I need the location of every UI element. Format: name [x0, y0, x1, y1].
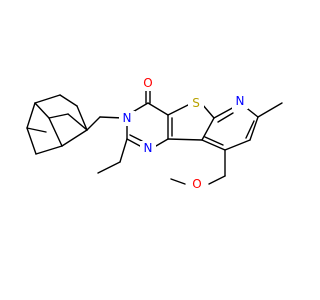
- molecule-drawing: O S N N N O: [26, 76, 283, 191]
- atom-label-s: S: [192, 96, 200, 110]
- bond-c9a-c5a: [201, 117, 215, 141]
- atom-label-n-pyridine: N: [236, 94, 245, 108]
- atom-label-n-amide: N: [123, 111, 132, 125]
- bond-o-ch3: [170, 178, 186, 185]
- bond-ch2-ch2: [86, 116, 101, 131]
- bond-ad-1: [76, 105, 88, 131]
- bond-ch2-o: [208, 175, 226, 185]
- bond-c4-c4a: [147, 102, 169, 116]
- atom-label-o-ether: O: [192, 177, 201, 191]
- atom-labels: O S N N N O: [119, 76, 248, 191]
- bond-c5-c5a-inner: [204, 136, 224, 146]
- adamantane-cage: [26, 94, 88, 155]
- bond-ad-10: [48, 113, 69, 119]
- bond-ch2-ch3: [97, 161, 121, 174]
- bond-c7-c6: [249, 116, 259, 141]
- bond-c6-c5: [224, 139, 251, 151]
- pyridine-ring: [201, 105, 259, 151]
- bond-c7-c6-inner: [245, 120, 255, 139]
- ethyl-group: [97, 138, 128, 174]
- structure-canvas: O S N N N O: [26, 76, 283, 191]
- bond-methyl: [257, 102, 283, 118]
- label-bg-n-amide: [119, 111, 135, 126]
- pyrimidinone-ring: [126, 102, 173, 147]
- label-bg-o-ether: [189, 176, 205, 191]
- bond-ad-5: [26, 127, 37, 155]
- bond-ad-3: [34, 94, 61, 104]
- bond-ad-12: [26, 127, 47, 133]
- ethylene-linker: [86, 116, 124, 131]
- bond-c8b-n1: [155, 138, 169, 147]
- carbonyl-group: [145, 90, 151, 104]
- bond-c2-ch2: [119, 138, 128, 163]
- bond-n1-c2: [126, 138, 141, 147]
- bond-ad-8: [34, 102, 50, 119]
- bond-c5a-c8b: [167, 138, 203, 141]
- bond-ad-4: [26, 102, 36, 129]
- bond-ad-9: [48, 117, 63, 147]
- bond-c9a-n-inner: [217, 112, 234, 123]
- atom-label-n-imine: N: [144, 141, 153, 155]
- bond-n1-c2-inner: [129, 134, 143, 142]
- bond-ad-7: [61, 129, 88, 147]
- methoxymethyl-group: [170, 149, 226, 185]
- bond-c5-c5a: [201, 139, 226, 151]
- bond-c4a-s: [167, 103, 191, 116]
- label-bg-s: [188, 96, 204, 111]
- label-bg-o-carbonyl: [140, 76, 156, 91]
- bond-ad-11: [67, 113, 88, 131]
- bond-ad-6: [35, 145, 63, 155]
- atom-label-o-carbonyl: O: [143, 76, 152, 90]
- label-bg-n-imine: [140, 141, 156, 156]
- label-bg-n-pyridine: [232, 94, 248, 109]
- bond-ad-2: [59, 94, 78, 107]
